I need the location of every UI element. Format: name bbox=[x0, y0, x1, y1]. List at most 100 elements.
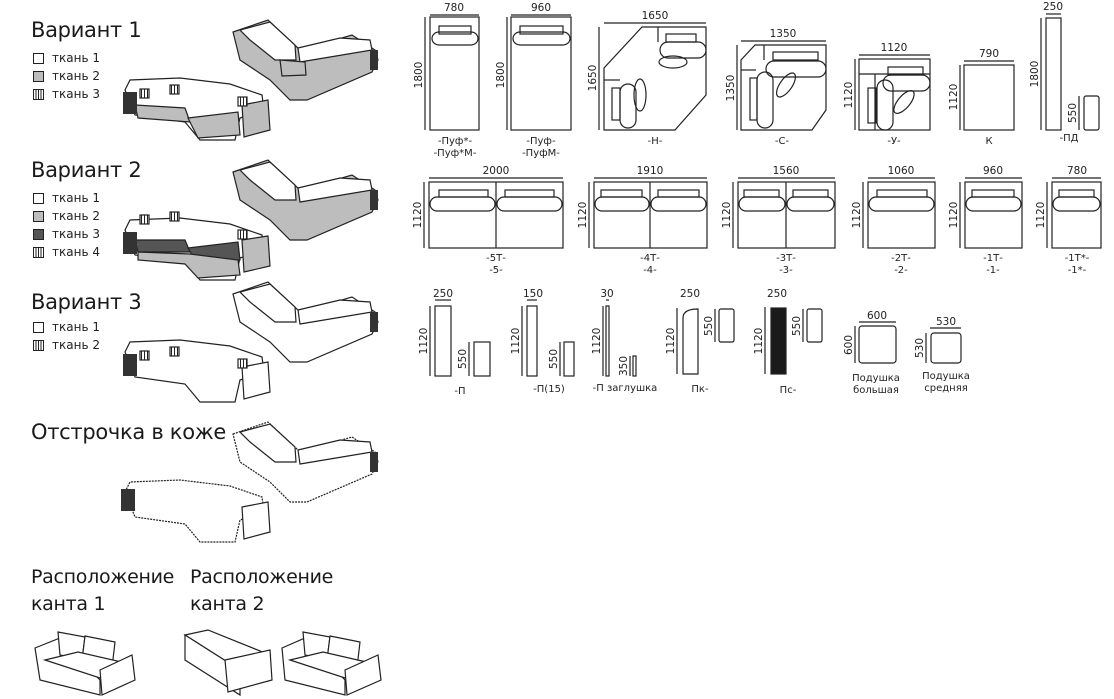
module-label-line1: -Пуф- bbox=[526, 136, 556, 147]
variant-2-illustration bbox=[123, 159, 379, 281]
fabric-swatch-grey bbox=[33, 210, 44, 222]
module-label-line2: -5- bbox=[489, 265, 503, 276]
stitching-title: Отстрочка в коже bbox=[31, 420, 226, 444]
fabric-swatch-white bbox=[33, 52, 44, 64]
module-label-line1: -2Т- bbox=[891, 253, 911, 264]
module-c: 1350 1350 bbox=[725, 28, 827, 131]
dim-width: 1650 bbox=[642, 10, 669, 22]
fabric-swatch-striped bbox=[33, 246, 44, 258]
module-label: -2Т--2- bbox=[871, 253, 931, 277]
module-pd: 250 1800 550 bbox=[1029, 1, 1100, 131]
legend-item: ткань 2 bbox=[33, 207, 100, 225]
dim-width: 2000 bbox=[483, 165, 510, 177]
module-label-line2: -1*- bbox=[1067, 265, 1087, 276]
module-label: -Н- bbox=[647, 136, 663, 147]
module-p-plug: 30 1120 350 bbox=[591, 288, 637, 377]
dim-width: 250 bbox=[433, 288, 453, 300]
variant-3-title: Вариант 3 bbox=[31, 290, 142, 314]
variant-2-legend: ткань 1 ткань 2 ткань 3 ткань 4 bbox=[33, 189, 100, 261]
dim-depth: 1120 bbox=[721, 202, 733, 229]
fabric-swatch-white bbox=[33, 192, 44, 204]
cushion-label-line2: средняя bbox=[924, 383, 968, 394]
legend-item: ткань 3 bbox=[33, 85, 100, 103]
piping-2-title: Расположение канта 2 bbox=[190, 564, 333, 618]
variant-2-title: Вариант 2 bbox=[31, 158, 142, 182]
dim-height: 550 bbox=[548, 349, 560, 369]
variant-1-illustration bbox=[123, 19, 379, 141]
module-p: 250 1120 550 bbox=[418, 288, 491, 377]
dim-width: 780 bbox=[1067, 165, 1087, 177]
dim-width: 250 bbox=[1043, 1, 1063, 13]
cushion-big: 600 600 bbox=[843, 310, 897, 364]
dim-depth: 1120 bbox=[1035, 202, 1047, 229]
dim-width: 30 bbox=[600, 288, 613, 300]
dim-depth: 1350 bbox=[725, 75, 737, 102]
dim-depth: 1650 bbox=[587, 65, 599, 92]
piping-1-line2: канта 1 bbox=[31, 593, 106, 615]
legend-label: ткань 3 bbox=[52, 87, 100, 101]
dim-width: 790 bbox=[979, 48, 999, 60]
dim-depth: 1120 bbox=[591, 328, 603, 355]
legend-label: ткань 1 bbox=[52, 320, 100, 334]
module-label: Пк- bbox=[691, 384, 709, 395]
module-label: -П bbox=[454, 386, 466, 397]
dim-width: 250 bbox=[680, 288, 700, 300]
legend-label: ткань 2 bbox=[52, 69, 100, 83]
variant-3-legend: ткань 1 ткань 2 bbox=[33, 318, 100, 354]
module-3: 1560 1120 bbox=[721, 165, 836, 249]
module-h: 1650 1650 bbox=[587, 10, 707, 131]
cushion-label-line1: Подушка bbox=[922, 371, 970, 382]
module-label: -4Т--4- bbox=[620, 253, 680, 277]
dim-depth: 600 bbox=[843, 335, 855, 355]
legend-item: ткань 1 bbox=[33, 189, 100, 207]
fabric-swatch-striped bbox=[33, 339, 44, 351]
legend-item: ткань 4 bbox=[33, 243, 100, 261]
dim-depth: 1120 bbox=[665, 328, 677, 355]
piping-1-line1: Расположение bbox=[31, 566, 175, 588]
dim-height: 550 bbox=[791, 316, 803, 336]
module-label-line2: -3- bbox=[779, 265, 793, 276]
piping-2-sofa-front bbox=[281, 631, 382, 696]
module-label-line2: -Пуф*М- bbox=[433, 148, 477, 159]
module-label: -С- bbox=[774, 136, 790, 147]
legend-label: ткань 1 bbox=[52, 191, 100, 205]
module-label: Пс- bbox=[779, 385, 797, 396]
module-label: -Пуф--ПуфМ- bbox=[511, 136, 571, 160]
legend-item: ткань 3 bbox=[33, 225, 100, 243]
dim-depth: 1120 bbox=[843, 82, 855, 109]
legend-item: ткань 1 bbox=[33, 49, 100, 67]
cushion-mid: 530 530 bbox=[914, 316, 962, 364]
fabric-swatch-striped bbox=[33, 88, 44, 100]
dim-depth: 1120 bbox=[753, 328, 765, 355]
dim-width: 600 bbox=[867, 310, 887, 322]
module-label-line2: -1- bbox=[986, 265, 1000, 276]
dim-height: 550 bbox=[703, 316, 715, 336]
module-pk: 250 1120 550 bbox=[665, 288, 735, 375]
module-label-line1: -3Т- bbox=[776, 253, 796, 264]
dim-width: 1060 bbox=[888, 165, 915, 177]
variant-3-illustration bbox=[123, 281, 379, 403]
dim-width: 530 bbox=[936, 316, 956, 328]
stitching-illustration bbox=[121, 421, 379, 543]
fabric-swatch-dark bbox=[33, 228, 44, 240]
piping-1-sofa bbox=[34, 631, 136, 696]
variant-1-title: Вариант 1 bbox=[31, 18, 142, 42]
dim-depth: 1120 bbox=[510, 328, 522, 355]
variant-1-legend: ткань 1 ткань 2 ткань 3 bbox=[33, 49, 100, 103]
module-label-line2: -ПуфМ- bbox=[522, 148, 560, 159]
module-label-line1: -1Т*- bbox=[1064, 253, 1090, 264]
module-label-line1: -1Т- bbox=[983, 253, 1003, 264]
module-label-line1: -5Т- bbox=[486, 253, 506, 264]
dim-depth: 1120 bbox=[412, 202, 424, 229]
module-label: -П заглушка bbox=[592, 383, 658, 394]
dim-depth: 1800 bbox=[413, 62, 425, 89]
module-label: -ПД bbox=[1059, 133, 1079, 144]
dim-width: 1910 bbox=[637, 165, 664, 177]
dim-depth: 1120 bbox=[577, 202, 589, 229]
dim-width: 1120 bbox=[881, 42, 908, 54]
legend-label: ткань 3 bbox=[52, 227, 100, 241]
dim-height: 350 bbox=[618, 356, 630, 376]
module-2: 1060 1120 bbox=[851, 165, 936, 249]
module-label: -1Т--1- bbox=[963, 253, 1023, 277]
